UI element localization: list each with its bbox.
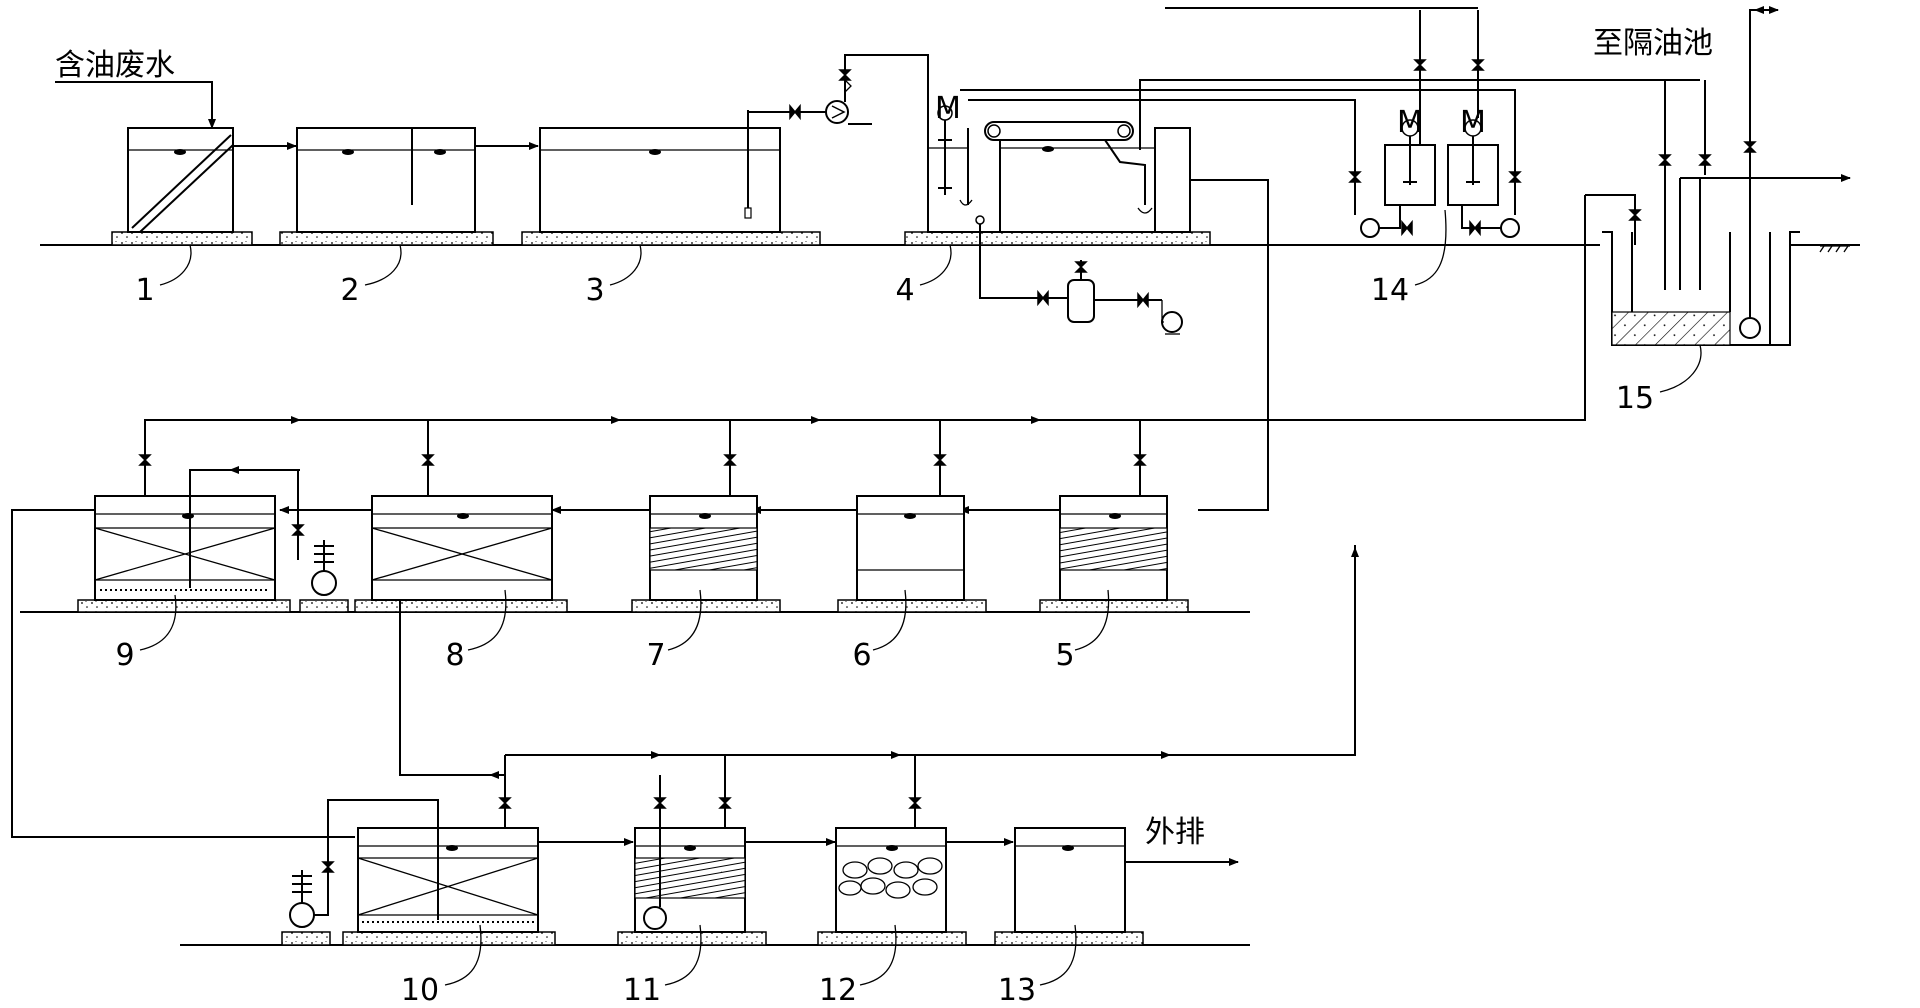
leader-14 — [1414, 209, 1447, 286]
pipe-4-5 — [1190, 179, 1269, 511]
motor-m-4: M — [935, 91, 961, 126]
blower-10 — [281, 848, 335, 946]
recycle-line — [979, 224, 1040, 299]
dose-valve-a — [1348, 171, 1362, 183]
leader-6 — [872, 589, 907, 651]
lift-check-valve — [838, 69, 852, 93]
leader-1 — [159, 244, 192, 286]
lift-valve — [789, 103, 801, 121]
row3-header — [505, 545, 1356, 756]
leader-10 — [444, 924, 482, 986]
unit-15-sump — [1585, 9, 1840, 346]
unit-number-5: 5 — [1055, 638, 1074, 673]
recycle-valve — [1037, 289, 1049, 307]
blower-9 — [291, 524, 349, 613]
lift-pump — [825, 100, 849, 124]
inlet-label: 含油废水 — [55, 48, 175, 83]
leader-11 — [664, 924, 702, 986]
inlet-pipe — [55, 81, 216, 129]
leader-13 — [1039, 924, 1077, 986]
unit-number-1: 1 — [135, 273, 154, 308]
unit-number-3: 3 — [585, 273, 604, 308]
unit-number-8: 8 — [445, 638, 464, 673]
unit-8-aerobic-tank — [354, 420, 568, 613]
unit-3-equalization-tank — [521, 110, 821, 246]
air-dissolving-tank — [1067, 260, 1095, 323]
leader-8 — [467, 589, 507, 651]
leader-7 — [667, 589, 702, 651]
unit-5-filter — [1039, 420, 1189, 613]
dose-valve-b — [1508, 171, 1522, 183]
unit-number-6: 6 — [852, 638, 871, 673]
air-valve — [1137, 291, 1149, 309]
unit-10-bio-tank — [327, 755, 556, 946]
unit-1-oil-trap — [111, 127, 253, 246]
unit-number-13: 13 — [998, 973, 1036, 1008]
leader-5 — [1074, 589, 1110, 651]
unit-13-clear-water-tank — [994, 827, 1144, 946]
unit-number-12: 12 — [819, 973, 857, 1008]
unit-number-11: 11 — [623, 973, 661, 1008]
leader-9 — [139, 594, 177, 651]
unit-2-tank — [279, 127, 494, 246]
unit-number-7: 7 — [646, 638, 665, 673]
pipe-9-10 — [11, 509, 355, 838]
unit-11-filter — [617, 755, 767, 946]
unit-number-14: 14 — [1371, 273, 1409, 308]
unit-number-4: 4 — [895, 273, 914, 308]
leader-2 — [364, 244, 402, 286]
unit-number-2: 2 — [340, 273, 359, 308]
ground-hatch-symbol — [1819, 245, 1850, 253]
return-header — [144, 195, 1586, 450]
leader-12 — [859, 924, 897, 986]
air-pump — [1161, 300, 1183, 335]
unit-4-flotation — [904, 105, 1211, 246]
unit-6-tank — [837, 420, 987, 613]
leader-15 — [1659, 344, 1702, 393]
lift-riser — [844, 54, 929, 130]
unit-12-stone-filter — [817, 755, 967, 946]
unit-number-10: 10 — [401, 973, 439, 1008]
discharge-label: 外排 — [1145, 815, 1205, 850]
to-oil-separator-label: 至隔油池 — [1593, 26, 1713, 61]
unit-9-bio-tank — [77, 450, 299, 613]
dosing-line-c — [1139, 79, 1700, 150]
pipe-8-down — [399, 600, 505, 776]
unit-number-15: 15 — [1616, 381, 1654, 416]
unit-7-filter — [631, 420, 781, 613]
motor-m-14a: M — [1397, 105, 1423, 140]
dosing-line-a — [968, 99, 1356, 215]
leader-4 — [919, 244, 952, 286]
motor-m-14b: M — [1460, 105, 1486, 140]
unit-14-dosing — [1165, 7, 1520, 238]
leader-3 — [609, 244, 642, 286]
unit-number-9: 9 — [115, 638, 134, 673]
